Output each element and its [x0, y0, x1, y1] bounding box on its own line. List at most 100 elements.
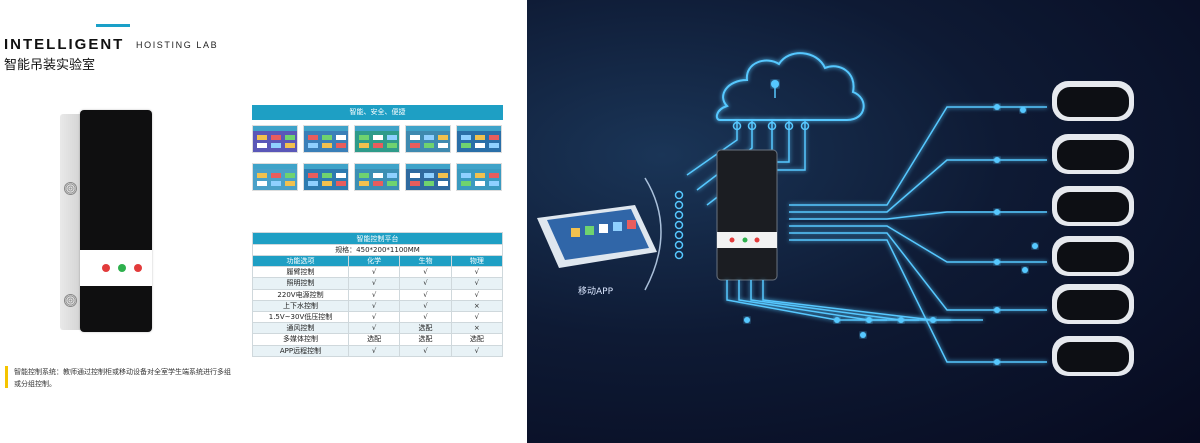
table-row: 1.5V~30V低压控制√√√	[252, 310, 504, 324]
node-dot	[994, 259, 1000, 265]
connector-line	[762, 280, 983, 321]
mobile-app-label: 移动APP	[578, 287, 614, 297]
node-ring	[674, 190, 684, 200]
cell: APP远程控制	[252, 344, 349, 357]
cell: 1.5V~30V低压控制	[252, 310, 349, 324]
table-row: 220V电源控制√√√	[252, 288, 504, 301]
title-accent-line	[96, 24, 130, 27]
cabinet-bottom-panel	[80, 286, 152, 332]
col-header: 化学	[347, 254, 401, 268]
control-cabinet-image	[60, 110, 152, 332]
node-dot	[994, 307, 1000, 313]
node-dot	[994, 157, 1000, 163]
indicator-light	[729, 237, 735, 243]
cell: √	[347, 310, 401, 324]
connector-line	[726, 280, 887, 321]
controller-hub	[716, 149, 778, 281]
cell: 多媒体控制	[252, 333, 349, 346]
node-dot	[1032, 243, 1038, 249]
node-ring	[767, 121, 777, 131]
speaker-icon	[64, 182, 77, 195]
app-tile	[571, 228, 580, 237]
table-row: 照明控制√√√	[252, 277, 504, 290]
indicator-light	[742, 237, 748, 243]
connector-line	[789, 225, 1047, 263]
node-ring	[674, 210, 684, 220]
cell: 220V电源控制	[252, 288, 349, 301]
node-dot	[898, 317, 904, 323]
app-screenshot-thumbnail	[456, 163, 502, 191]
table-row: 上下水控制√√×	[252, 299, 504, 312]
cell: √	[450, 266, 504, 279]
node-ring	[784, 121, 794, 131]
table-row: 履臂控制√√√	[252, 266, 504, 279]
cloud-icon	[715, 52, 865, 121]
cell: √	[399, 288, 452, 301]
table-spec: 规格：450*200*1100MM	[252, 244, 503, 256]
node-dot	[930, 317, 936, 323]
app-tile	[627, 220, 636, 229]
node-dot	[994, 209, 1000, 215]
left-page: INTELLIGENT HOISTING LAB 智能吊装实验室 智能控制系统：…	[0, 0, 527, 443]
cell: √	[399, 344, 452, 357]
node-ring	[674, 250, 684, 260]
cell: 履臂控制	[252, 266, 349, 279]
node-dot	[994, 104, 1000, 110]
cabinet-top-panel	[80, 110, 152, 250]
cell: 选配	[450, 333, 504, 346]
app-screenshot-thumbnail	[354, 125, 400, 153]
node-dot	[744, 317, 750, 323]
node-ring	[674, 230, 684, 240]
cell: 上下水控制	[252, 299, 349, 312]
connector-line	[789, 239, 1047, 363]
node-ring	[674, 240, 684, 250]
cell: √	[450, 344, 504, 357]
cell: √	[450, 310, 504, 324]
col-header: 功能选项	[252, 254, 349, 268]
col-header: 物理	[450, 254, 504, 268]
cell: 照明控制	[252, 277, 349, 290]
app-screenshot-thumbnail	[303, 125, 349, 153]
node-ring	[800, 121, 810, 131]
node-dot	[1022, 267, 1028, 273]
app-tile	[599, 224, 608, 233]
indicator-light	[754, 237, 760, 243]
connector-line	[738, 280, 919, 321]
node-ring	[747, 121, 757, 131]
cell: ×	[450, 322, 504, 335]
table-title: 智能控制平台	[252, 232, 503, 245]
table-row: APP远程控制√√√	[252, 344, 504, 357]
cell: √	[450, 288, 504, 301]
node-dot	[860, 332, 866, 338]
table-row: 多媒体控制选配选配选配	[252, 333, 504, 346]
col-header: 生物	[399, 254, 452, 268]
caption-accent-bar	[5, 366, 8, 388]
connector-line	[789, 211, 1047, 220]
cell: 选配	[347, 333, 401, 346]
caption-text: 智能控制系统：教师通过控制柜或移动设备对全室学生端系统进行多组或分组控制。	[14, 368, 231, 388]
cell: 选配	[399, 322, 452, 335]
speaker-icon	[64, 294, 77, 307]
cell: √	[347, 266, 401, 279]
cell: √	[399, 299, 452, 312]
connector-line	[789, 159, 1047, 213]
spec-table: 智能控制平台 规格：450*200*1100MM 功能选项 化学 生物 物理 履…	[252, 232, 504, 357]
tablet-screen	[547, 209, 649, 260]
cell: √	[399, 310, 452, 324]
title-cn: 智能吊装实验室	[4, 58, 96, 73]
app-screenshot-thumbnail	[354, 163, 400, 191]
signal-arc	[644, 177, 662, 291]
title-en-sub: HOISTING LAB	[136, 40, 219, 50]
app-screenshot-thumbnail	[405, 125, 451, 153]
app-screenshot-thumbnail	[303, 163, 349, 191]
app-screenshot-thumbnail	[252, 125, 298, 153]
screens-header: 智能、安全、便捷	[252, 105, 503, 120]
app-screenshot-thumbnail	[405, 163, 451, 191]
node-ring	[674, 220, 684, 230]
node-dot	[994, 359, 1000, 365]
cell: √	[347, 344, 401, 357]
cell: √	[347, 299, 401, 312]
connector-line	[789, 106, 1047, 206]
red-button-icon	[134, 264, 142, 272]
app-screenshot-thumbnail	[252, 163, 298, 191]
